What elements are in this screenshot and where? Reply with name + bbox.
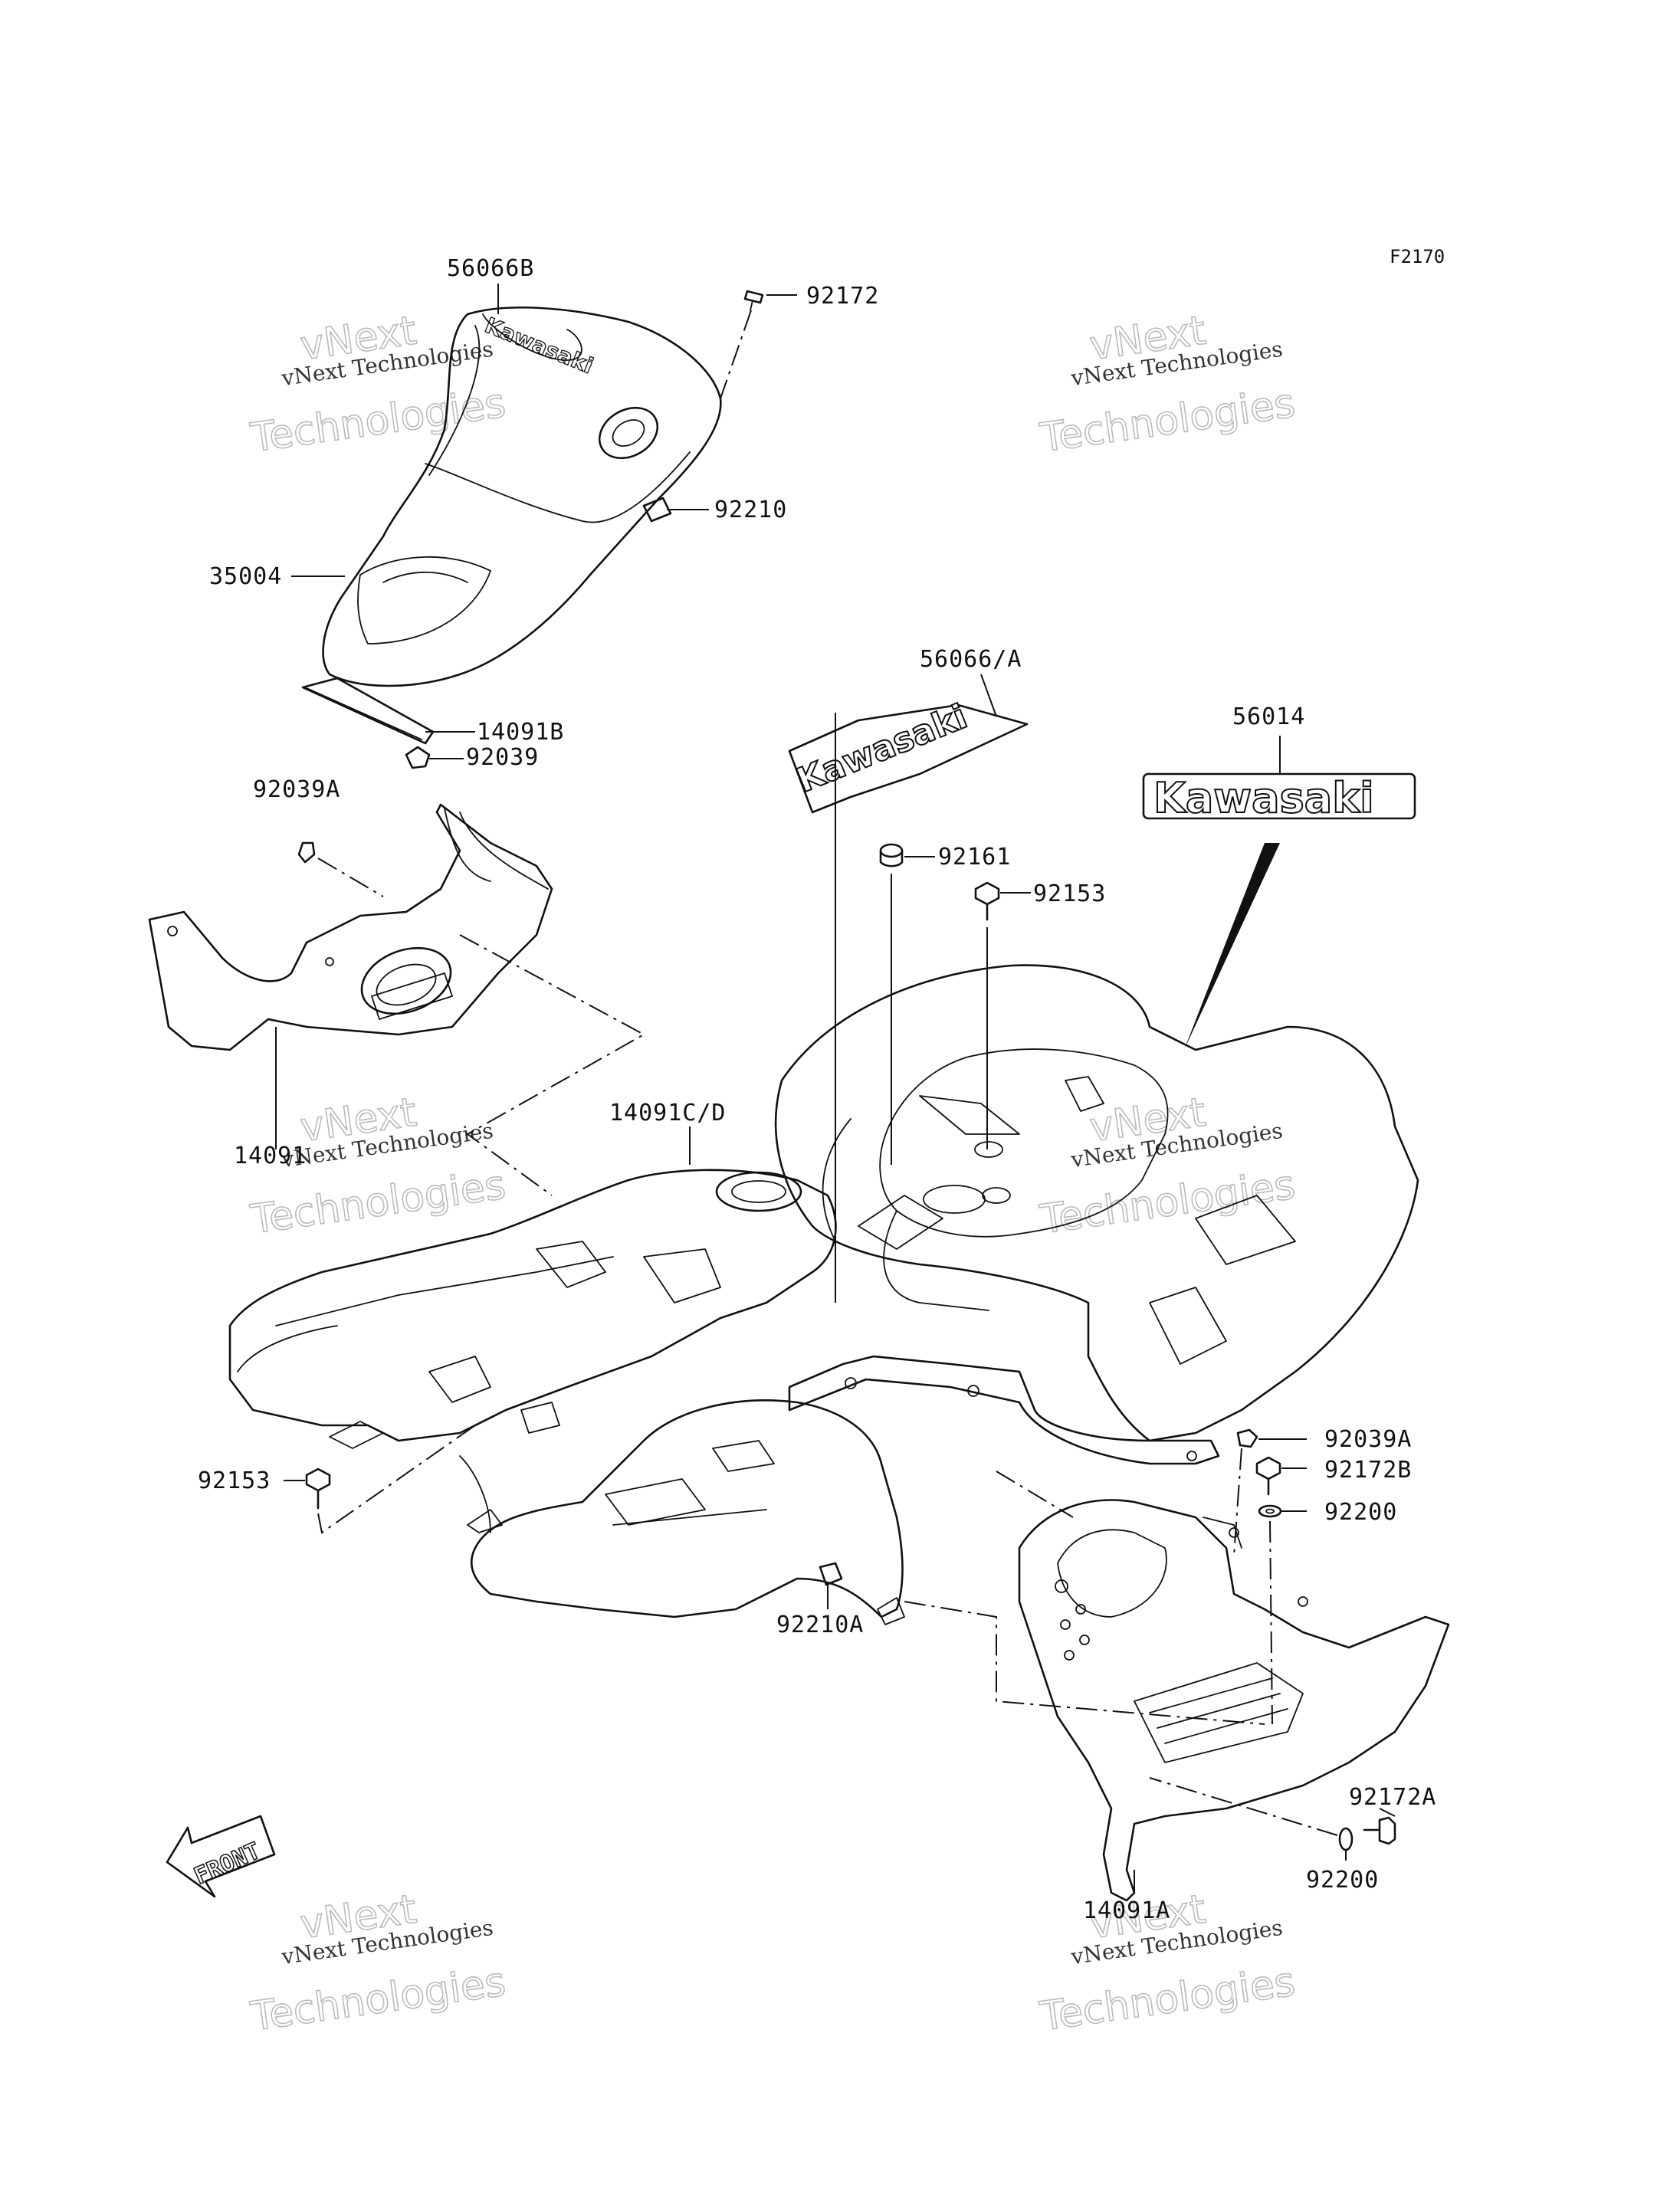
side-cover-14091 — [148, 803, 553, 1051]
part-label-56066B: 56066B — [447, 255, 534, 282]
part-label-35004: 35004 — [209, 563, 282, 590]
part-label-14091: 14091 — [234, 1143, 307, 1169]
part-label-92210A: 92210A — [776, 1612, 864, 1638]
rear-fender-upper — [774, 964, 1419, 1442]
footrest-14091A — [1018, 1499, 1450, 1902]
part-label-92200-upper: 92200 — [1324, 1499, 1397, 1526]
part-label-56014: 56014 — [1232, 703, 1305, 730]
clip-92039 — [405, 746, 431, 769]
decal-56014-pointer — [1184, 843, 1280, 1050]
svg-text:Kawasaki: Kawasaki — [792, 697, 973, 801]
washer-92200-lower — [1338, 1827, 1354, 1851]
svg-text:Kawasaki: Kawasaki — [481, 313, 597, 379]
svg-text:Technologies: Technologies — [1037, 1162, 1298, 1243]
bolt-92153-top — [974, 881, 1000, 921]
part-labels: 56066B 92172 92210 35004 14091B 92039 92… — [198, 255, 1436, 1924]
clip-92039A-left — [297, 841, 316, 864]
svg-text:Technologies: Technologies — [248, 1162, 508, 1243]
svg-text:Technologies: Technologies — [248, 1959, 508, 2040]
bolt-92172B — [1255, 1456, 1281, 1496]
washer-92200-upper — [1258, 1504, 1282, 1518]
watermark-bottom-left: vNext vNext Technologies Technologies — [247, 1886, 509, 2041]
fender-bracket — [788, 1355, 1220, 1465]
part-label-14091A: 14091A — [1083, 1897, 1170, 1924]
front-arrow-label: FRONT — [190, 1838, 264, 1890]
clip-92210 — [642, 497, 672, 523]
decal-56014: Kawasaki — [1142, 772, 1416, 823]
plate-14091B — [301, 677, 435, 745]
part-label-92039A-left: 92039A — [253, 776, 340, 803]
watermark-top-right: vNext vNext Technologies Technologies — [1036, 307, 1298, 462]
bolt-92172A — [1363, 1816, 1396, 1845]
rear-fender-14091C-D — [228, 1169, 837, 1449]
figure-code: F2170 — [1390, 246, 1445, 267]
part-label-92153-left: 92153 — [198, 1467, 271, 1494]
watermark-mid-right: vNext vNext Technologies Technologies — [1036, 1089, 1298, 1244]
part-label-92039A-right: 92039A — [1324, 1426, 1412, 1453]
svg-text:Technologies: Technologies — [1037, 380, 1298, 461]
clip-92039A-right — [1236, 1428, 1258, 1448]
grommet-92161 — [879, 843, 904, 867]
bolt-92153-left — [305, 1467, 331, 1510]
decal-56066-A: Kawasaki — [788, 697, 1029, 814]
svg-text:Kawasaki: Kawasaki — [1153, 774, 1374, 822]
leader-lines — [275, 284, 1396, 1893]
front-direction-arrow: FRONT — [166, 1815, 276, 1898]
part-label-92039: 92039 — [466, 744, 539, 771]
part-label-92172A: 92172A — [1349, 1784, 1436, 1811]
part-label-14091C-D: 14091C/D — [609, 1100, 727, 1126]
screw-92172 — [743, 290, 764, 311]
top-cover-decal-56066B: Kawasaki — [481, 312, 597, 379]
part-label-14091B: 14091B — [477, 719, 564, 746]
watermark-top-left: vNext vNext Technologies Technologies — [247, 307, 509, 462]
front-fender-lower — [459, 1399, 905, 1625]
part-label-92172B: 92172B — [1324, 1457, 1412, 1484]
part-label-92210: 92210 — [714, 497, 787, 523]
part-label-92153-top: 92153 — [1033, 880, 1106, 907]
clip-92210A — [819, 1562, 843, 1586]
svg-text:Technologies: Technologies — [248, 380, 508, 461]
part-label-92172: 92172 — [806, 283, 879, 310]
part-label-92161: 92161 — [938, 844, 1011, 871]
svg-text:Technologies: Technologies — [1037, 1959, 1298, 2040]
part-label-56066-A: 56066/A — [920, 646, 1022, 673]
front-cover-35004 — [322, 306, 722, 687]
part-label-92200-lower: 92200 — [1306, 1867, 1379, 1894]
